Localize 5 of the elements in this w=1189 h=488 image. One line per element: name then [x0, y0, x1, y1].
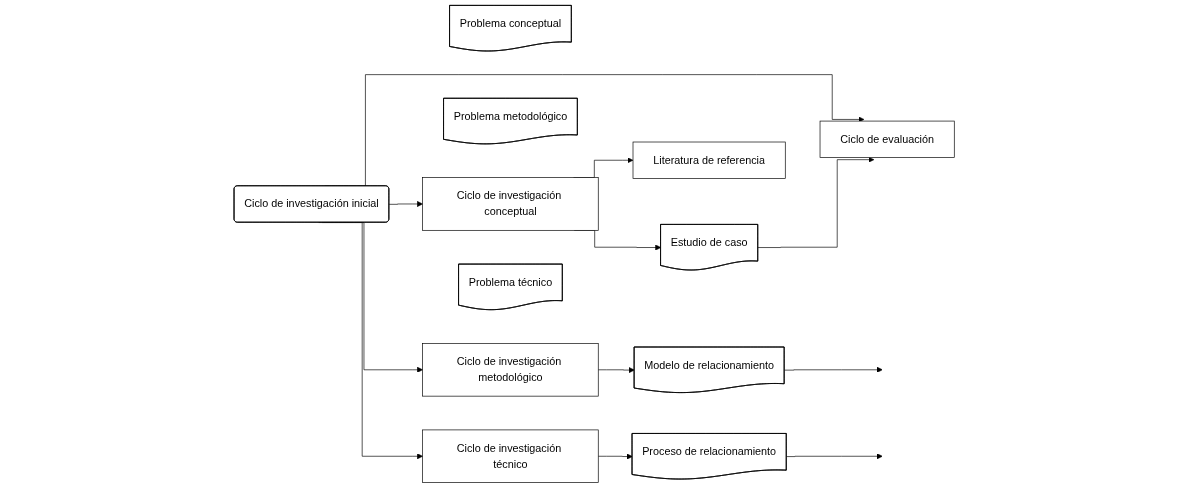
node-box: Ciclo de evaluación — [820, 120, 955, 158]
node-box: Ciclo de investigación conceptual — [422, 177, 599, 231]
node-box: Literatura de referencia — [633, 141, 786, 179]
node-box: Ciclo de investigación técnico — [422, 429, 599, 483]
node-box: Ciclo de investigación metodológico — [422, 343, 599, 397]
